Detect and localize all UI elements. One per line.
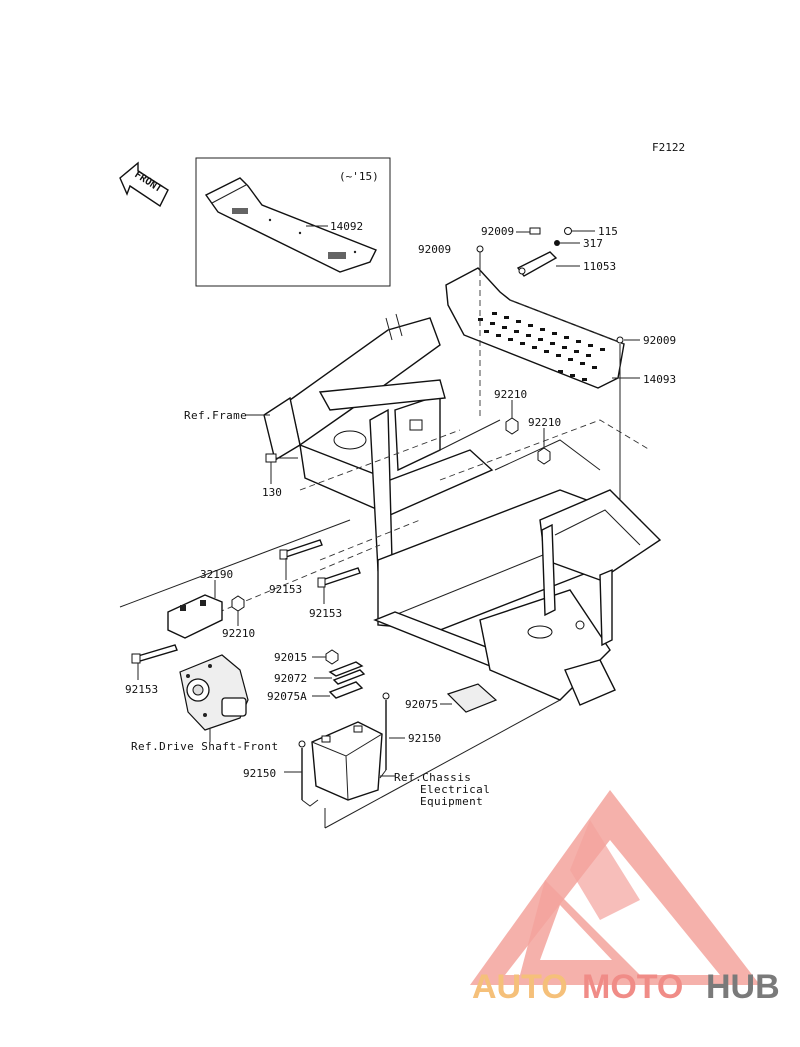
bolt-92153-lower: 92153 — [309, 567, 361, 620]
front-differential — [179, 654, 249, 742]
figure-code: F2122 — [652, 141, 685, 154]
label-92015: 92015 — [274, 651, 307, 664]
label-14093: 14093 — [643, 373, 676, 386]
battery — [311, 721, 395, 801]
bracket-32190: 32190 92210 — [119, 519, 351, 640]
label-115: 115 — [598, 225, 618, 238]
watermark-logo: AUTO MOTO HUB — [470, 790, 780, 1006]
label-317: 317 — [583, 237, 603, 250]
label-92009-a: 92009 — [481, 225, 514, 238]
label-92072: 92072 — [274, 672, 307, 685]
label-92153-a: 92153 — [269, 583, 302, 596]
watermark-text-hub: HUB — [706, 968, 780, 1006]
label-92075A: 92075A — [267, 690, 307, 703]
bolt-130: 130 — [262, 453, 298, 499]
label-92210-c: 92210 — [222, 627, 255, 640]
bracket-11053: 11053 — [516, 251, 616, 277]
label-32190: 32190 — [200, 568, 233, 581]
bolt-92009-left: 92009 — [418, 243, 484, 420]
bolt-92153-left: 92153 — [125, 644, 178, 696]
inset-note: (~'15) — [339, 170, 379, 183]
label-130: 130 — [262, 486, 282, 499]
skid-plate-14093: 14093 — [445, 267, 676, 389]
inset-box: (~'15) 14092 — [195, 157, 391, 287]
label-11053: 11053 — [583, 260, 616, 273]
label-92153-b: 92153 — [309, 607, 342, 620]
bolt-92153-upper: 92153 — [269, 539, 323, 596]
label-92009-b: 92009 — [418, 243, 451, 256]
watermark-text-auto: AUTO — [472, 968, 568, 1006]
label-92210-a: 92210 — [494, 388, 527, 401]
bolt-115: 115 — [564, 225, 618, 238]
washer-317: 317 — [554, 237, 603, 250]
vehicle-frame — [199, 313, 662, 706]
front-arrow-icon: FRONT — [119, 161, 169, 208]
ref-chassis-2: Electrical — [420, 783, 490, 796]
ref-drive-shaft: Ref.Drive Shaft-Front — [131, 740, 278, 753]
ref-chassis-1: Ref.Chassis — [394, 771, 471, 784]
nut-92210-upper: 92210 — [494, 388, 527, 435]
battery-hardware: 92015 92072 92075A — [267, 649, 366, 703]
label-92210-b: 92210 — [528, 416, 561, 429]
ref-frame: Ref.Frame — [184, 409, 247, 422]
label-92153-c: 92153 — [125, 683, 158, 696]
watermark-text-moto: MOTO — [582, 968, 683, 1006]
label-92150-a: 92150 — [408, 732, 441, 745]
rod-92150-right: 92150 — [379, 692, 441, 779]
label-92075: 92075 — [405, 698, 438, 711]
label-14092: 14092 — [330, 220, 363, 233]
rod-92150-left: 92150 — [243, 740, 319, 807]
bolt-92009-top: 92009 — [481, 225, 541, 238]
nut-92210-right: 92210 — [528, 416, 561, 465]
pad-92075: 92075 — [405, 683, 498, 713]
label-92009-c: 92009 — [643, 334, 676, 347]
ref-chassis-3: Equipment — [420, 795, 483, 808]
label-92150-b: 92150 — [243, 767, 276, 780]
